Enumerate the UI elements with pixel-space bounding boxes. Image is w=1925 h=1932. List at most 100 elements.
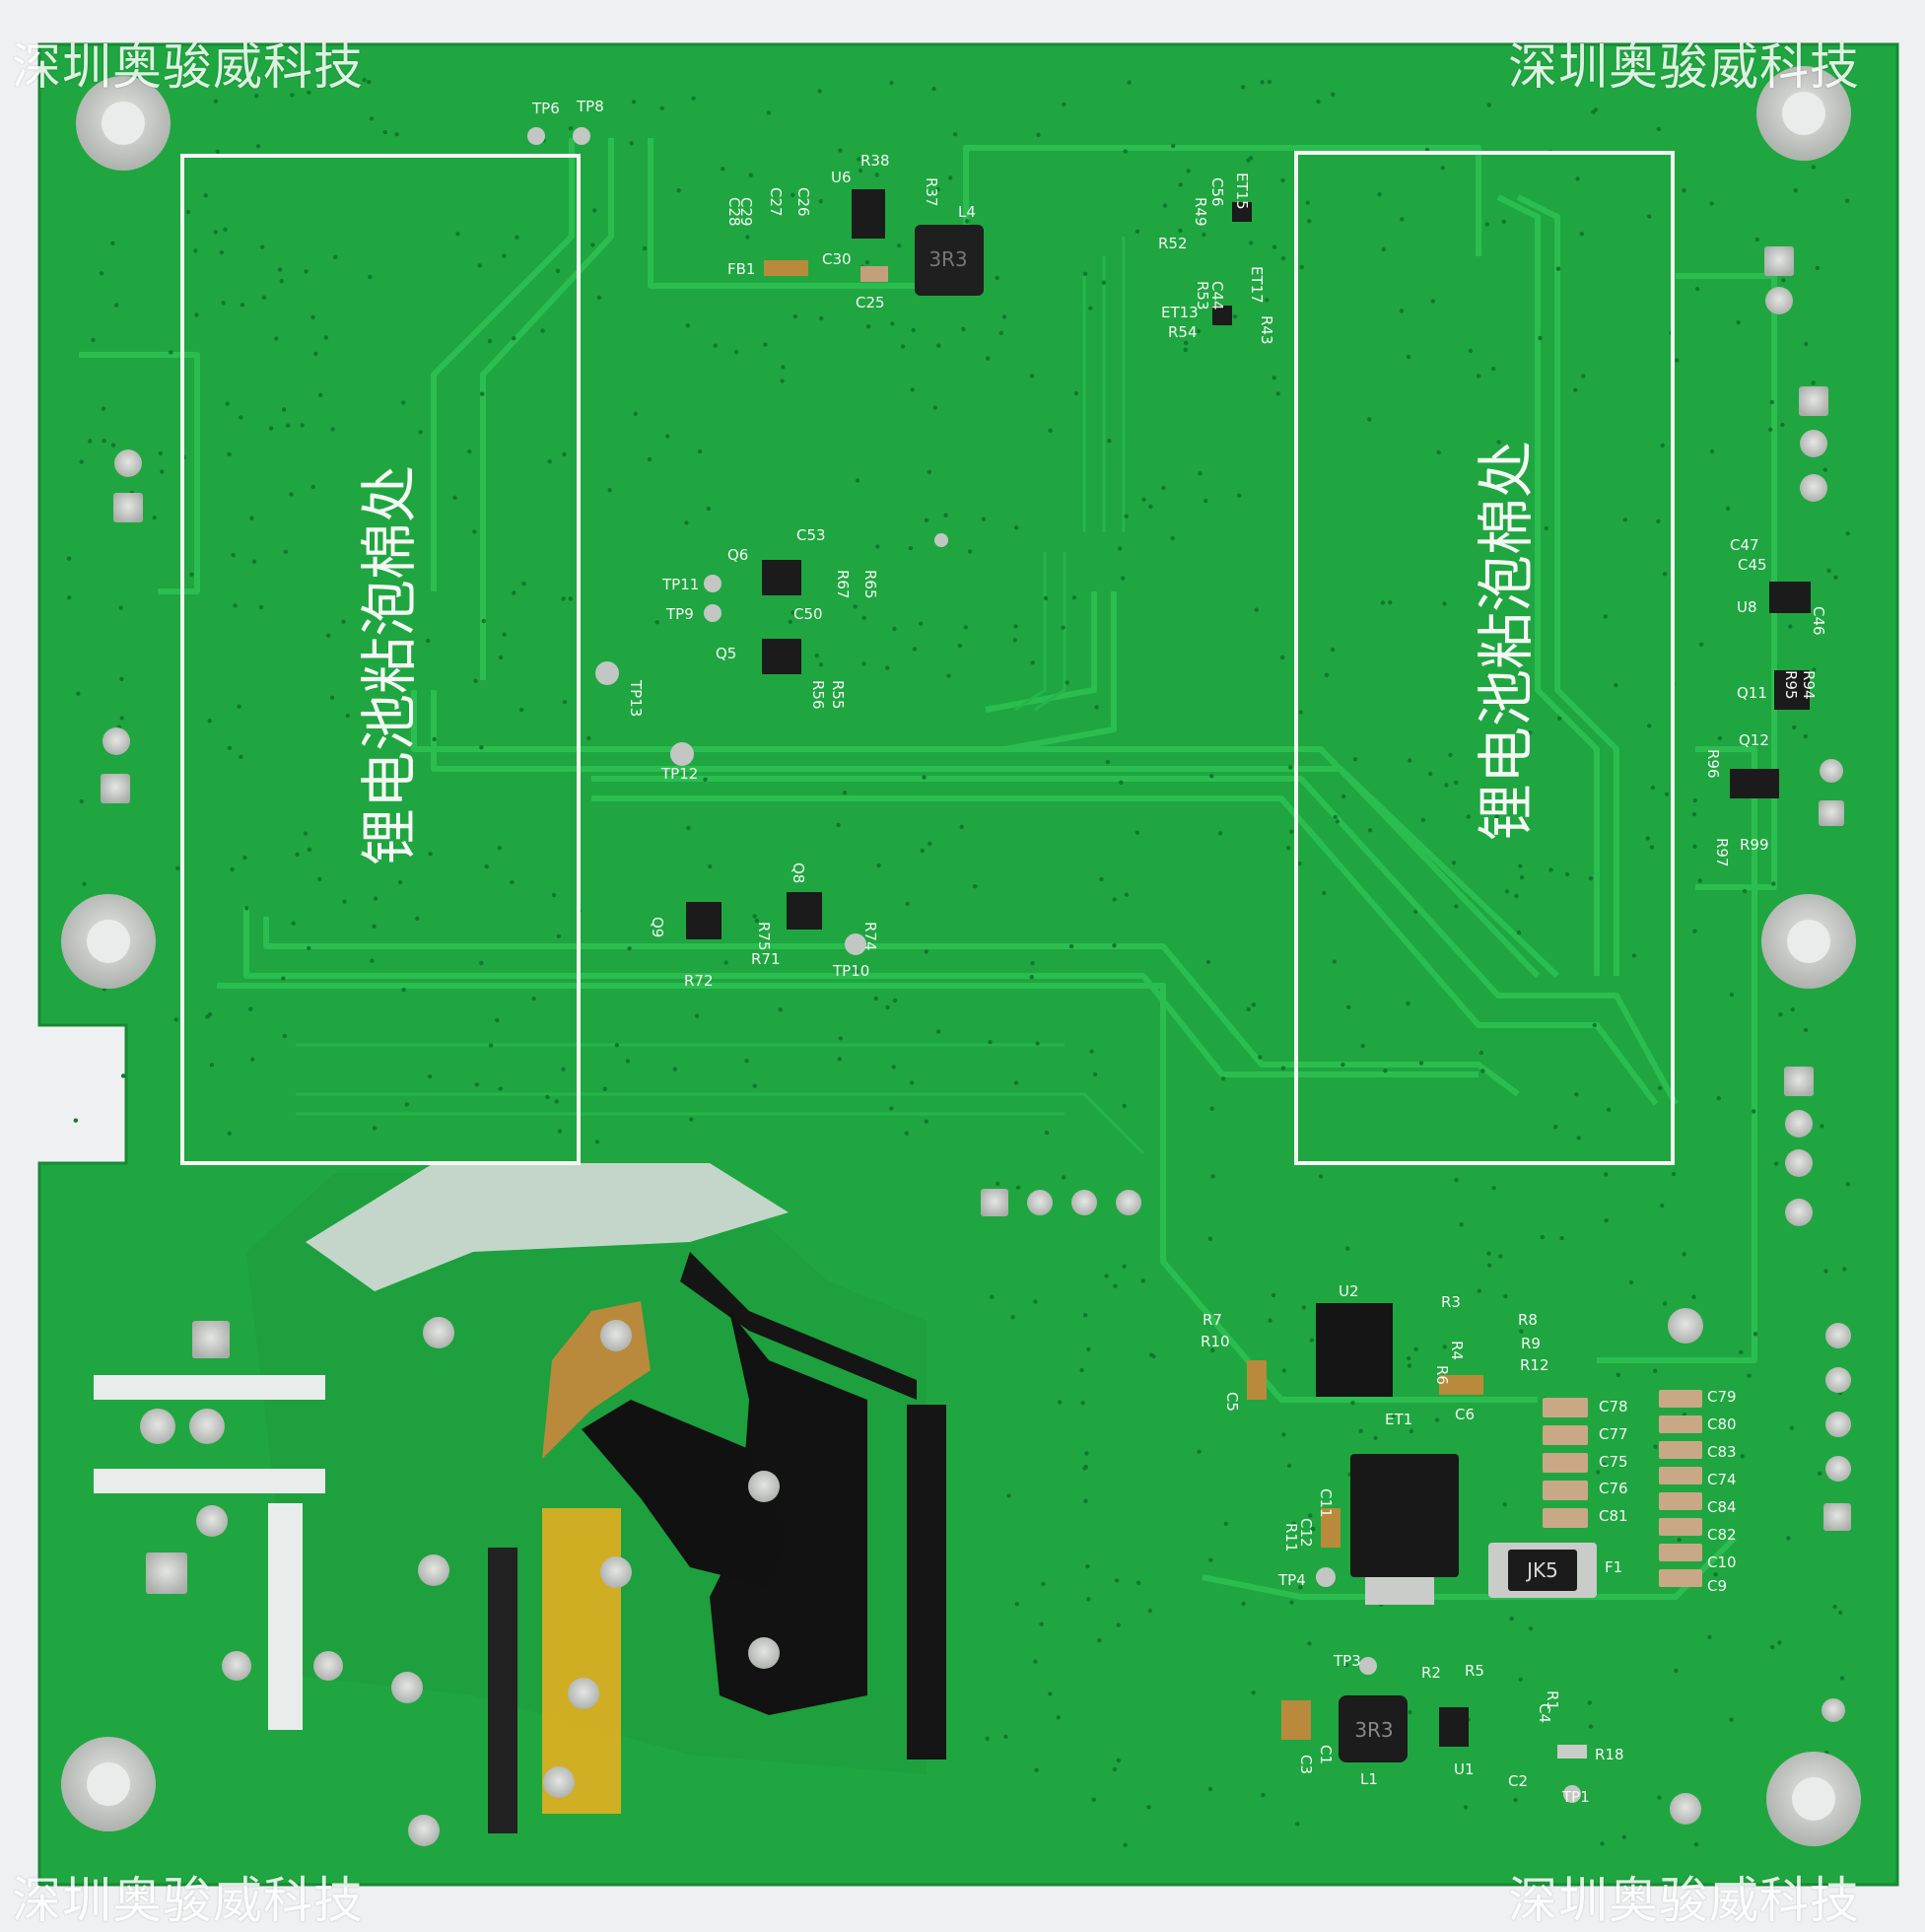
via: [261, 295, 267, 300]
via: [291, 921, 296, 926]
via: [890, 321, 895, 326]
via: [341, 619, 346, 624]
via: [418, 430, 423, 435]
via: [897, 242, 902, 248]
via: [290, 93, 295, 98]
via: [788, 619, 792, 624]
via: [1223, 1521, 1229, 1527]
via: [861, 615, 866, 621]
designator-label: C27: [767, 187, 785, 217]
via: [1006, 1493, 1011, 1498]
via: [1786, 1536, 1791, 1541]
via: [948, 175, 953, 180]
designator-label: U8: [1737, 598, 1757, 616]
via: [1117, 546, 1123, 551]
via: [1331, 92, 1336, 98]
via: [233, 603, 238, 608]
via: [1656, 518, 1661, 524]
via: [1345, 1004, 1351, 1009]
via: [1248, 156, 1254, 161]
via: [1281, 1432, 1286, 1437]
via: [119, 676, 124, 682]
designator-label: C47: [1730, 536, 1759, 554]
via: [1553, 1125, 1558, 1130]
via: [1694, 286, 1700, 292]
smd-capacitor: [1659, 1415, 1702, 1433]
via: [432, 736, 437, 742]
via: [512, 590, 516, 595]
via: [1208, 1557, 1213, 1562]
via: [780, 379, 785, 383]
via: [1451, 861, 1457, 865]
via: [1418, 1061, 1424, 1066]
via: [1135, 1580, 1141, 1586]
designator-label: ET15: [1233, 172, 1251, 210]
via: [857, 157, 861, 162]
via: [1440, 166, 1446, 171]
via: [1086, 1597, 1091, 1602]
designator-label: U1: [1454, 1760, 1475, 1778]
via: [189, 572, 194, 577]
via: [1099, 876, 1104, 882]
via: [76, 691, 81, 696]
smd-capacitor: [1543, 1453, 1588, 1473]
via: [625, 1059, 631, 1064]
via: [935, 187, 940, 192]
via: [1628, 1279, 1634, 1285]
via: [1309, 1338, 1315, 1343]
via: [1271, 1292, 1276, 1298]
zone-label-left: 锂电池粘泡棉处: [356, 465, 423, 865]
via: [1030, 660, 1035, 665]
via: [1091, 1797, 1097, 1803]
via: [1823, 1269, 1828, 1274]
via: [1691, 811, 1697, 817]
designator-label: ET13: [1161, 304, 1199, 321]
via: [568, 596, 573, 601]
via: [1083, 1464, 1088, 1470]
via: [1036, 132, 1041, 137]
via: [665, 434, 670, 439]
via: [1555, 266, 1561, 271]
via: [248, 1006, 253, 1011]
via: [1674, 1668, 1679, 1674]
via: [1280, 177, 1285, 183]
via: [927, 469, 931, 475]
via: [1121, 576, 1126, 581]
via: [268, 426, 274, 431]
via: [905, 901, 910, 907]
via: [1579, 232, 1584, 237]
designator-label: R97: [1713, 838, 1731, 867]
via: [1839, 1676, 1845, 1681]
via: [1123, 149, 1128, 154]
via: [1035, 1041, 1040, 1046]
via: [158, 450, 163, 456]
via: [1140, 1278, 1145, 1283]
via: [110, 443, 116, 448]
via: [484, 863, 489, 869]
via: [1503, 1293, 1508, 1299]
via: [875, 544, 880, 549]
via: [1514, 893, 1519, 899]
via: [1289, 1600, 1294, 1605]
via: [1614, 682, 1618, 688]
smd-capacitor: [1543, 1398, 1588, 1417]
designator-label: C82: [1707, 1526, 1737, 1544]
designator-label: Q8: [790, 862, 807, 883]
via: [1373, 1435, 1378, 1441]
via: [1367, 828, 1373, 833]
via: [209, 1063, 215, 1068]
via: [919, 621, 924, 626]
via: [99, 271, 104, 276]
via: [1519, 875, 1525, 880]
via: [1468, 348, 1474, 354]
mounting-hole: [76, 76, 171, 171]
via: [1171, 143, 1176, 149]
via: [259, 244, 265, 249]
via: [1656, 126, 1662, 132]
via: [1692, 797, 1697, 803]
via: [1790, 1007, 1795, 1012]
via: [1071, 595, 1077, 600]
via: [1207, 1236, 1213, 1242]
via: [766, 110, 772, 115]
via: [227, 451, 232, 456]
